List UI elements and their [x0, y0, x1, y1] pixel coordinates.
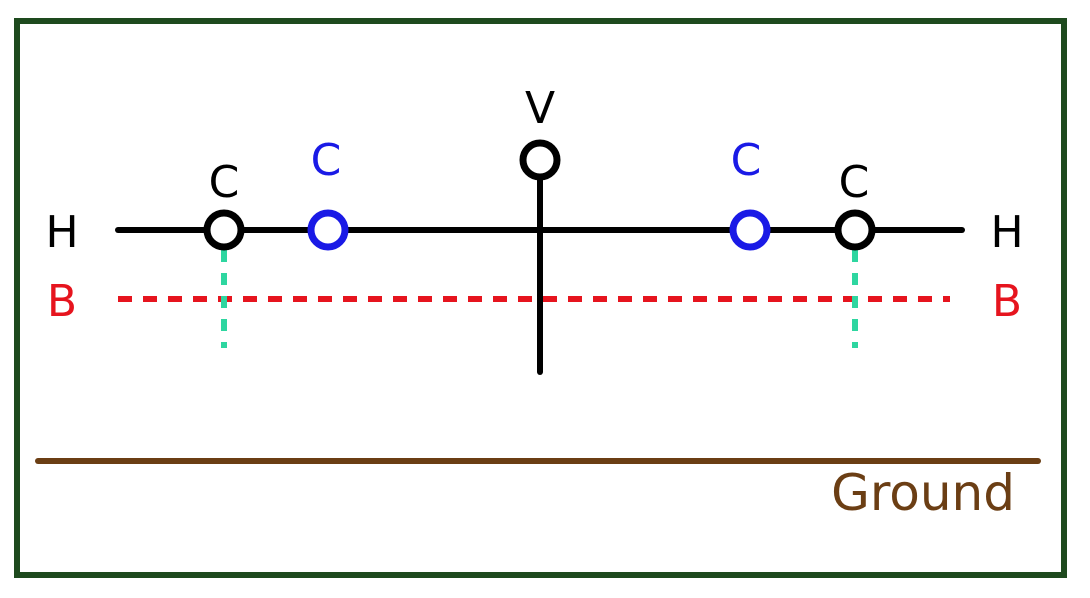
- label-outer-right-c: C: [839, 157, 870, 208]
- label-left-b: B: [47, 276, 77, 327]
- node-inner-right-c: [729, 209, 771, 251]
- label-inner-right-c: C: [731, 135, 762, 186]
- label-right-h: H: [990, 207, 1023, 258]
- label-inner-left-c: C: [311, 135, 342, 186]
- label-left-h: H: [45, 207, 78, 258]
- label-top-v: V: [525, 83, 555, 134]
- label-outer-left-c: C: [209, 157, 240, 208]
- label-right-b: B: [992, 276, 1022, 327]
- node-inner-left-c: [307, 209, 349, 251]
- node-outer-right-c: [834, 209, 876, 251]
- node-outer-left-c: [203, 209, 245, 251]
- node-top-v: [519, 139, 561, 181]
- ground-label: Ground: [831, 464, 1015, 522]
